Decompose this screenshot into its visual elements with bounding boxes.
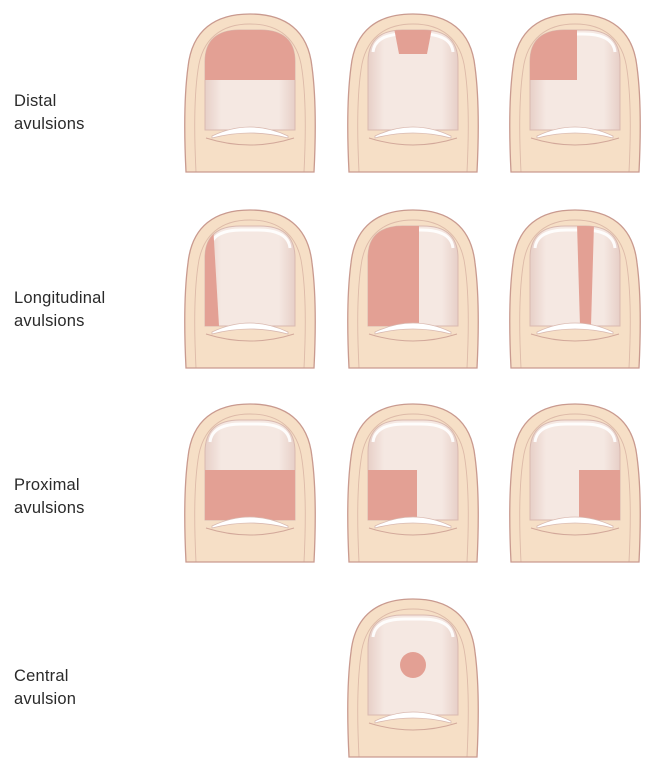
label-line: avulsions bbox=[14, 113, 85, 136]
avulsion-area bbox=[367, 224, 419, 328]
avulsion-area bbox=[367, 470, 417, 522]
fingertip-proximal-opposite-quadrant bbox=[510, 404, 641, 562]
label-line: Distal bbox=[14, 90, 85, 113]
avulsion-area bbox=[204, 470, 296, 522]
label-line: avulsions bbox=[14, 497, 85, 520]
label-line: avulsions bbox=[14, 310, 105, 333]
label-longitudinal-avulsions: Longitudinal avulsions bbox=[14, 287, 105, 333]
avulsion-area bbox=[400, 652, 426, 678]
fingertip-longitudinal-central-strip bbox=[510, 210, 641, 368]
fingertip-distal-lateral-quadrant bbox=[510, 14, 641, 172]
avulsion-area bbox=[394, 28, 432, 54]
label-line: Central bbox=[14, 665, 76, 688]
fingertip-proximal-lateral-quadrant bbox=[348, 404, 479, 562]
fingertip-distal-central-wedge bbox=[348, 14, 479, 172]
label-line: Proximal bbox=[14, 474, 85, 497]
label-distal-avulsions: Distal avulsions bbox=[14, 90, 85, 136]
avulsion-area bbox=[204, 28, 296, 80]
label-central-avulsion: Central avulsion bbox=[14, 665, 76, 711]
label-line: Longitudinal bbox=[14, 287, 105, 310]
fingertip-proximal-full bbox=[185, 404, 316, 562]
nail-plate bbox=[530, 226, 620, 326]
fingertip-central-circle bbox=[348, 599, 479, 757]
fingertip-longitudinal-lateral-sliver bbox=[185, 210, 316, 368]
label-line: avulsion bbox=[14, 688, 76, 711]
label-proximal-avulsions: Proximal avulsions bbox=[14, 474, 85, 520]
fingertip-distal-full bbox=[185, 14, 316, 172]
fingertip-longitudinal-half bbox=[348, 210, 479, 368]
nail-plate bbox=[205, 226, 295, 326]
avulsion-area bbox=[579, 470, 621, 522]
